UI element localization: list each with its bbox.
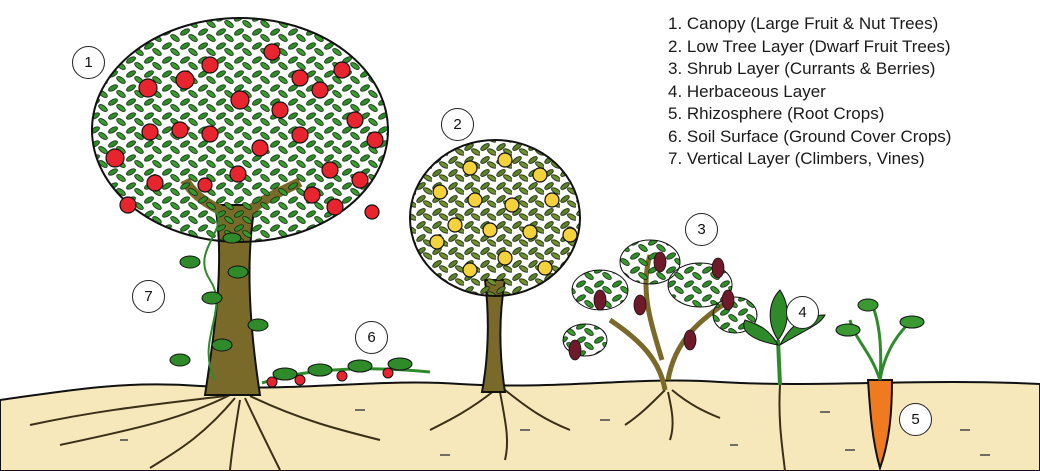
marker-low-tree: 2	[441, 108, 474, 141]
legend-item-soil-surface: 6. Soil Surface (Ground Cover Crops)	[668, 126, 951, 149]
marker-herbaceous: 4	[786, 296, 819, 329]
dwarf-tree-crown	[410, 140, 580, 296]
marker-shrub: 3	[685, 213, 718, 246]
legend-item-rhizosphere: 5. Rhizosphere (Root Crops)	[668, 103, 951, 126]
layer-legend: 1. Canopy (Large Fruit & Nut Trees) 2. L…	[668, 13, 951, 171]
marker-canopy: 1	[72, 46, 105, 79]
canopy-tree-crown	[92, 18, 388, 242]
berry-shrub	[563, 240, 757, 390]
legend-item-herbaceous: 4. Herbaceous Layer	[668, 81, 951, 104]
legend-item-shrub: 3. Shrub Layer (Currants & Berries)	[668, 58, 951, 81]
legend-item-low-tree: 2. Low Tree Layer (Dwarf Fruit Trees)	[668, 36, 951, 59]
legend-item-vertical: 7. Vertical Layer (Climbers, Vines)	[668, 148, 951, 171]
marker-vertical: 7	[132, 280, 165, 313]
legend-item-canopy: 1. Canopy (Large Fruit & Nut Trees)	[668, 13, 951, 36]
marker-rhizosphere: 5	[899, 403, 932, 436]
marker-soil-surface: 6	[355, 321, 388, 354]
